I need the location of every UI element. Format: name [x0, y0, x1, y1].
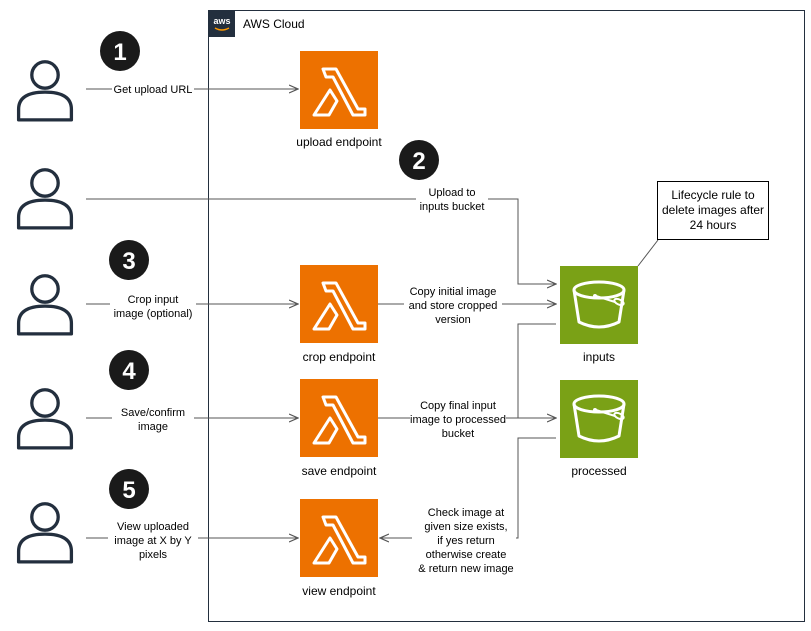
aws-logo-icon: aws	[209, 11, 235, 37]
label-get-upload-url: Get upload URL	[114, 84, 193, 96]
lambda-save-label: save endpoint	[302, 464, 377, 478]
note-line-1: Lifecycle rule to	[671, 188, 755, 202]
lambda-view-label: view endpoint	[302, 584, 376, 598]
step-badge-3: 3	[109, 240, 149, 280]
step-badge-4: 4	[109, 350, 149, 390]
label-view-uploaded-2: image at X by Y	[114, 535, 192, 547]
user-icon	[16, 167, 74, 230]
aws-cloud-group: aws AWS Cloud	[208, 10, 805, 622]
label-copy-final-1: Copy final input	[420, 400, 496, 412]
user-icon	[16, 387, 74, 450]
label-copy-final-3: bucket	[442, 428, 474, 440]
label-view-uploaded-1: View uploaded	[117, 521, 189, 533]
label-check-image-2: given size exists,	[424, 521, 507, 533]
label-check-image-1: Check image at	[428, 507, 504, 519]
bucket-processed: processed	[560, 380, 638, 478]
svg-text:4: 4	[122, 358, 136, 385]
user-icon	[16, 501, 74, 564]
edge-upload-to-inputs	[86, 198, 556, 284]
label-copy-initial-1: Copy initial image	[410, 286, 497, 298]
users	[16, 59, 74, 564]
label-crop-input-1: Crop input	[128, 294, 179, 306]
label-check-image-3: if yes return	[437, 535, 494, 547]
lambda-upload-label: upload endpoint	[296, 135, 382, 149]
edge-note-to-inputs	[637, 239, 659, 267]
label-view-uploaded-3: pixels	[139, 549, 168, 561]
lifecycle-note-box	[657, 181, 769, 240]
label-check-image-5: & return new image	[418, 563, 513, 575]
svg-text:5: 5	[122, 477, 135, 504]
label-save-confirm-2: image	[138, 421, 168, 433]
aws-cloud-border	[208, 10, 805, 622]
lambda-icon	[300, 499, 378, 577]
user-icon	[16, 273, 74, 336]
label-crop-input-2: image (optional)	[114, 308, 193, 320]
bucket-inputs-label: inputs	[583, 350, 615, 364]
svg-text:1: 1	[113, 39, 126, 66]
label-upload-to-1: Upload to	[428, 187, 475, 199]
bucket-inputs: inputs	[560, 266, 638, 364]
svg-text:2: 2	[412, 148, 425, 175]
user-icon	[16, 59, 74, 122]
lambda-icon	[300, 379, 378, 457]
label-upload-to-2: inputs bucket	[420, 201, 485, 213]
step-badge-1: 1	[100, 31, 140, 71]
step-badge-2: 2	[399, 140, 439, 180]
lambda-save: save endpoint	[300, 379, 378, 478]
s3-bucket-icon	[560, 380, 638, 458]
svg-text:aws: aws	[213, 16, 230, 26]
s3-bucket-icon	[560, 266, 638, 344]
lambda-upload: upload endpoint	[296, 51, 382, 149]
aws-cloud-title: AWS Cloud	[243, 17, 305, 31]
lambda-crop-label: crop endpoint	[303, 350, 376, 364]
lambda-view: view endpoint	[300, 499, 378, 598]
lambda-icon	[300, 265, 378, 343]
label-check-image-4: otherwise create	[426, 549, 507, 561]
svg-text:3: 3	[122, 248, 135, 275]
step-badge-5: 5	[109, 469, 149, 509]
lambda-icon	[300, 51, 378, 129]
label-copy-final-2: image to processed	[410, 414, 506, 426]
lifecycle-note: Lifecycle rule to delete images after 24…	[657, 181, 769, 240]
edge-labels: Get upload URL Upload to inputs bucket C…	[108, 82, 516, 575]
label-save-confirm-1: Save/confirm	[121, 407, 185, 419]
label-copy-initial-2: and store cropped	[409, 300, 498, 312]
step-badges: 1 2 3 4 5	[100, 31, 439, 509]
label-copy-initial-3: version	[435, 314, 470, 326]
lambda-crop: crop endpoint	[300, 265, 378, 364]
note-line-2: delete images after	[662, 203, 764, 217]
note-line-3: 24 hours	[690, 218, 737, 232]
bucket-processed-label: processed	[571, 464, 626, 478]
